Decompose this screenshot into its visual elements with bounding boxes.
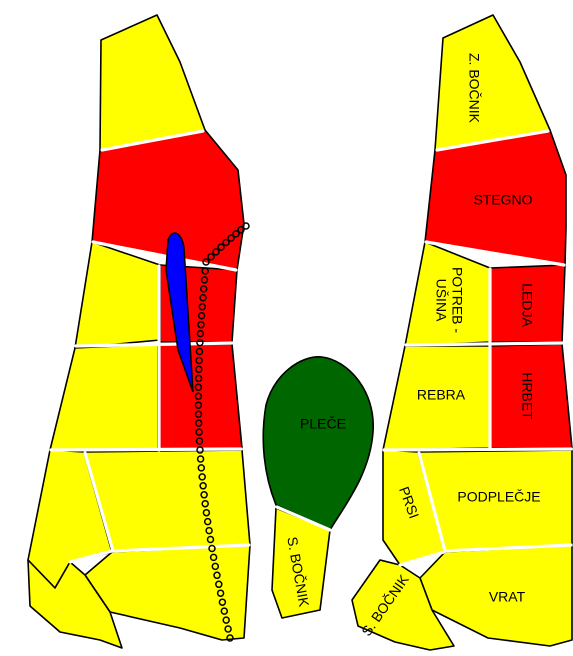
left-cut-lower-red bbox=[158, 344, 242, 450]
right-seam-5 bbox=[384, 449, 571, 450]
left-seam-5 bbox=[51, 449, 241, 450]
left-cut-lower-yellow bbox=[50, 344, 158, 450]
label-potrebusina-line1: POTREB - bbox=[449, 267, 465, 333]
left-carcass bbox=[28, 15, 250, 648]
shoulder-cut-pleče bbox=[263, 357, 373, 530]
right-seam-4 bbox=[406, 343, 562, 345]
label-rebra: REBRA bbox=[417, 387, 466, 403]
label-potrebusina-line2: UŠINA bbox=[433, 279, 449, 322]
label-podplecje: PODPLEČJE bbox=[457, 489, 540, 505]
label-pleče: PLEČE bbox=[300, 416, 346, 432]
label-z-bocnik: Z. BOČNIK bbox=[466, 53, 482, 124]
cut-z-bocnik bbox=[435, 15, 550, 150]
label-vrat: VRAT bbox=[489, 589, 526, 605]
label-hrbet: HRBET bbox=[519, 372, 535, 420]
label-ledja: LEDJA bbox=[519, 283, 535, 327]
shoulder-group bbox=[263, 357, 373, 618]
left-cut-top bbox=[100, 15, 205, 150]
label-stegno: STEGNO bbox=[473, 192, 532, 208]
left-cut-mid-yellow bbox=[75, 242, 160, 348]
